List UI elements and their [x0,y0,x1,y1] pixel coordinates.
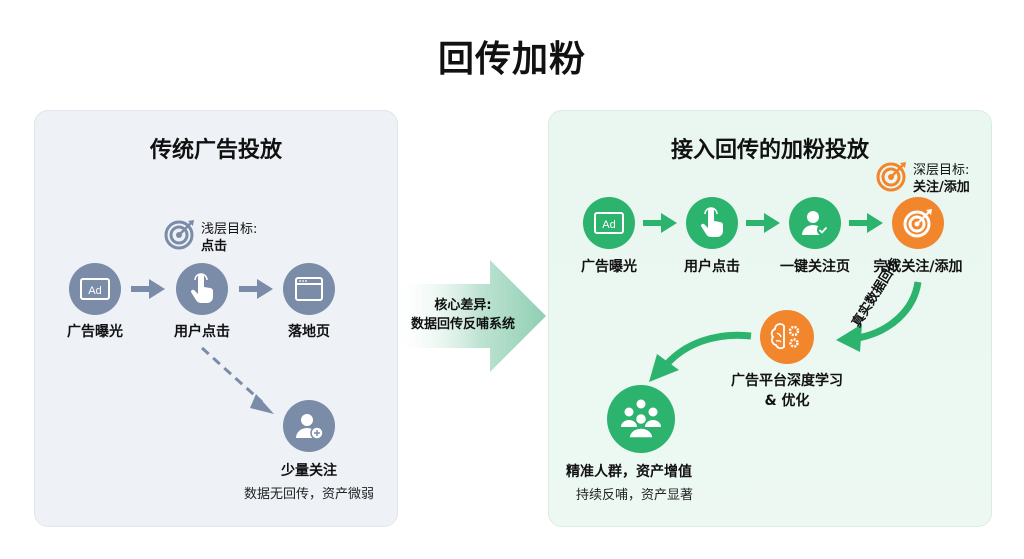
step-label: 完成关注/添加 [873,259,963,275]
arrow-right-icon [643,213,677,233]
hand-pointer-icon [700,207,723,237]
result-title: 精准人群，资产增值 [566,464,692,480]
core-difference-line1: 核心差异: [434,298,492,313]
ad-icon: Ad [594,212,624,234]
step-ad-exposure: Ad [583,197,635,249]
arrow-right-icon [746,213,780,233]
step-label: 用户点击 [174,324,230,340]
step-user-click [176,263,228,315]
user-group-icon [621,399,661,439]
step-label: 用户点击 [684,259,740,275]
shallow-goal-value: 点击 [201,239,228,254]
platform-line1: 广告平台深度学习 [731,373,843,389]
step-follow-complete [892,197,944,249]
shallow-goal-label: 浅层目标: [201,222,258,237]
platform-line2: & 优化 [764,393,810,409]
result-title: 少量关注 [281,463,337,479]
deep-goal-label: 深层目标: [913,163,970,178]
curved-arrow-icon [645,330,755,385]
core-difference-arrow [398,260,548,372]
step-label: 广告曝光 [581,259,637,275]
ad-icon: Ad [80,278,110,300]
postback-panel-title: 接入回传的加粉投放 [670,138,869,163]
core-difference-text: 核心差异: 数据回传反哺系统 [398,296,528,334]
step-ad-exposure: Ad [69,263,121,315]
target-icon [164,218,196,250]
brain-gear-icon [770,323,800,350]
result-small-follow [283,400,335,452]
result-precise-audience [607,385,675,453]
arrow-right-icon [239,279,273,299]
browser-window-icon [295,277,323,301]
target-icon [876,160,908,192]
arrow-right-icon [849,213,883,233]
dashed-arrow-icon [198,344,278,416]
result-desc: 数据无回传，资产微弱 [243,487,374,502]
traditional-ad-panel [34,110,398,527]
traditional-panel-title: 传统广告投放 [149,138,282,163]
deep-goal-value: 关注/添加 [913,180,970,195]
step-label: 落地页 [288,324,330,340]
platform-learning [760,310,814,364]
result-desc: 持续反哺，资产显著 [576,488,694,503]
target-icon [903,209,932,238]
step-label: 广告曝光 [67,324,123,340]
step-landing-page [283,263,335,315]
page-title: 回传加粉 [437,39,586,80]
core-difference-line2: 数据回传反哺系统 [410,317,515,332]
arrow-right-icon [131,279,165,299]
curved-arrow-icon [830,280,930,360]
user-add-icon [296,414,324,440]
step-label: 一键关注页 [780,259,850,275]
step-one-click-follow [789,197,841,249]
svg-text:Ad: Ad [88,285,101,297]
user-check-icon [802,211,829,236]
svg-text:Ad: Ad [602,219,615,231]
step-user-click [686,197,738,249]
hand-pointer-icon [190,273,213,303]
